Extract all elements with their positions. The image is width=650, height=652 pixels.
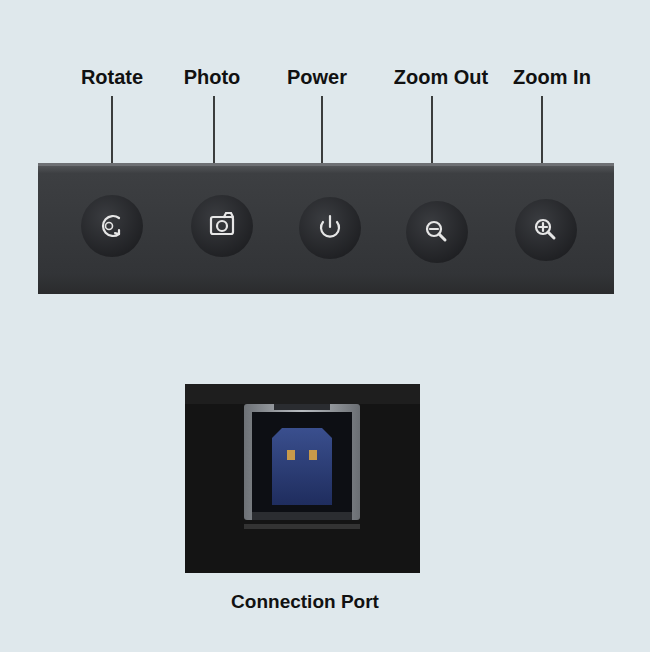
button-label: Zoom Out bbox=[394, 66, 488, 88]
usb-port-photo bbox=[185, 384, 420, 573]
button-bar bbox=[38, 163, 614, 294]
button-label: Rotate bbox=[81, 66, 143, 88]
port-caption: Connection Port bbox=[231, 592, 379, 613]
buttons bbox=[81, 195, 577, 263]
button-label: Power bbox=[287, 66, 347, 88]
button-icons bbox=[103, 213, 554, 240]
button-label: Photo bbox=[184, 66, 241, 88]
button-label: Zoom In bbox=[513, 66, 591, 88]
